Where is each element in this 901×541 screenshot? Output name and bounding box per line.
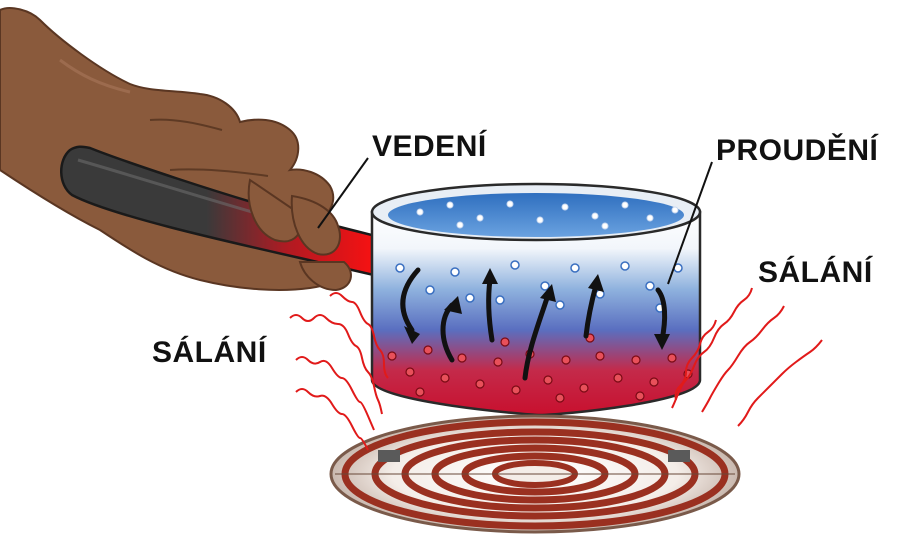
label-radiation-right: SÁLÁNÍ xyxy=(758,255,873,289)
saucepan xyxy=(372,184,700,415)
label-conduction: VEDENÍ xyxy=(372,129,487,163)
label-convection: PROUDĚNÍ xyxy=(716,133,879,167)
label-radiation-left: SÁLÁNÍ xyxy=(152,335,267,369)
electric-burner xyxy=(331,416,739,532)
